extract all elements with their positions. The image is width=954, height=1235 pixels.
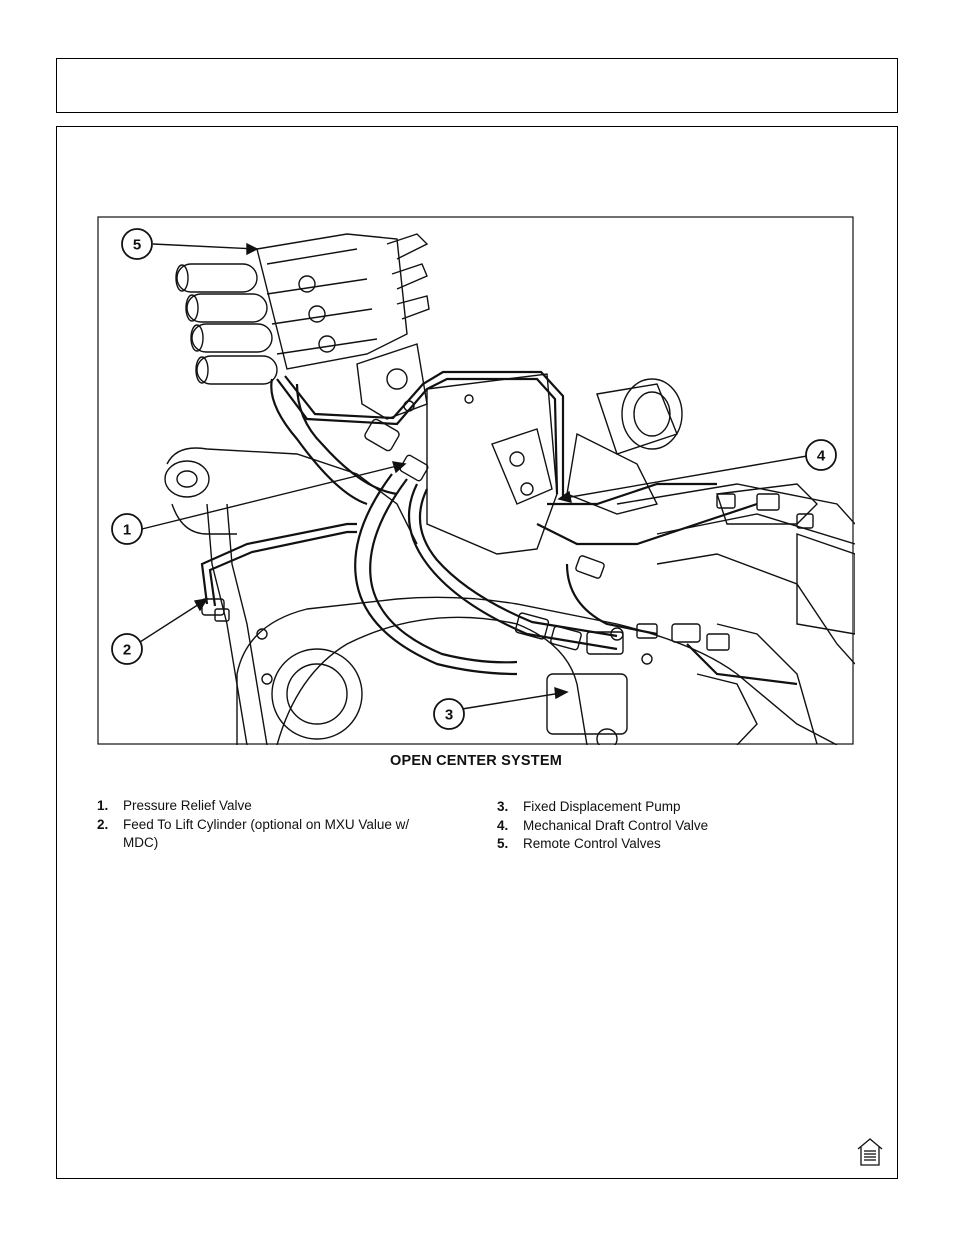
remote-control-valves-drawing (175, 233, 430, 420)
fittings-drawing (201, 418, 814, 685)
legend-item: 5. Remote Control Valves (497, 835, 837, 854)
tractor-housing-drawing (164, 378, 855, 745)
legend-left: 1. Pressure Relief Valve 2. Feed To Lift… (97, 797, 437, 853)
svg-text:3: 3 (445, 707, 453, 724)
callout-5: 5 (121, 228, 153, 260)
svg-text:2: 2 (123, 642, 131, 659)
hydraulic-diagram: 5 1 2 3 4 (97, 204, 855, 745)
legend-number: 4. (497, 817, 509, 833)
callout-2: 2 (111, 633, 143, 665)
legend-text: Remote Control Valves (523, 836, 661, 851)
legend-item: 1. Pressure Relief Valve (97, 797, 437, 816)
draft-control-valve-drawing (403, 373, 558, 555)
legend-number: 3. (497, 799, 509, 814)
legend-number: 1. (97, 798, 109, 813)
legend-item: 3. Fixed Displacement Pump (497, 798, 837, 817)
header-box (56, 58, 898, 113)
legend-text: Pressure Relief Valve (123, 798, 252, 813)
callout-4: 4 (805, 439, 837, 471)
legend-right: 3. Fixed Displacement Pump 4. Mechanical… (497, 798, 837, 854)
callout-1: 1 (111, 513, 143, 545)
legend-item: 2. Feed To Lift Cylinder (optional on MX… (97, 816, 437, 853)
legend-text: Feed To Lift Cylinder (optional on MXU V… (123, 816, 410, 851)
legend-item: 4. Mechanical Draft Control Valve (497, 817, 837, 836)
callout-3: 3 (433, 698, 465, 730)
hydraulic-lines-drawing (200, 370, 798, 686)
legend-text: Fixed Displacement Pump (523, 799, 681, 814)
svg-text:1: 1 (123, 522, 131, 539)
callouts: 5 1 2 3 4 (111, 228, 837, 730)
legend-number: 2. (97, 816, 109, 832)
home-icon[interactable] (856, 1137, 884, 1167)
figure-caption: OPEN CENTER SYSTEM (390, 753, 562, 769)
legend-number: 5. (497, 836, 509, 851)
content-box (56, 126, 898, 1179)
svg-text:5: 5 (133, 237, 141, 254)
callout-leaders (139, 242, 808, 710)
svg-text:4: 4 (817, 448, 826, 465)
legend-text: Mechanical Draft Control Valve (523, 817, 709, 833)
